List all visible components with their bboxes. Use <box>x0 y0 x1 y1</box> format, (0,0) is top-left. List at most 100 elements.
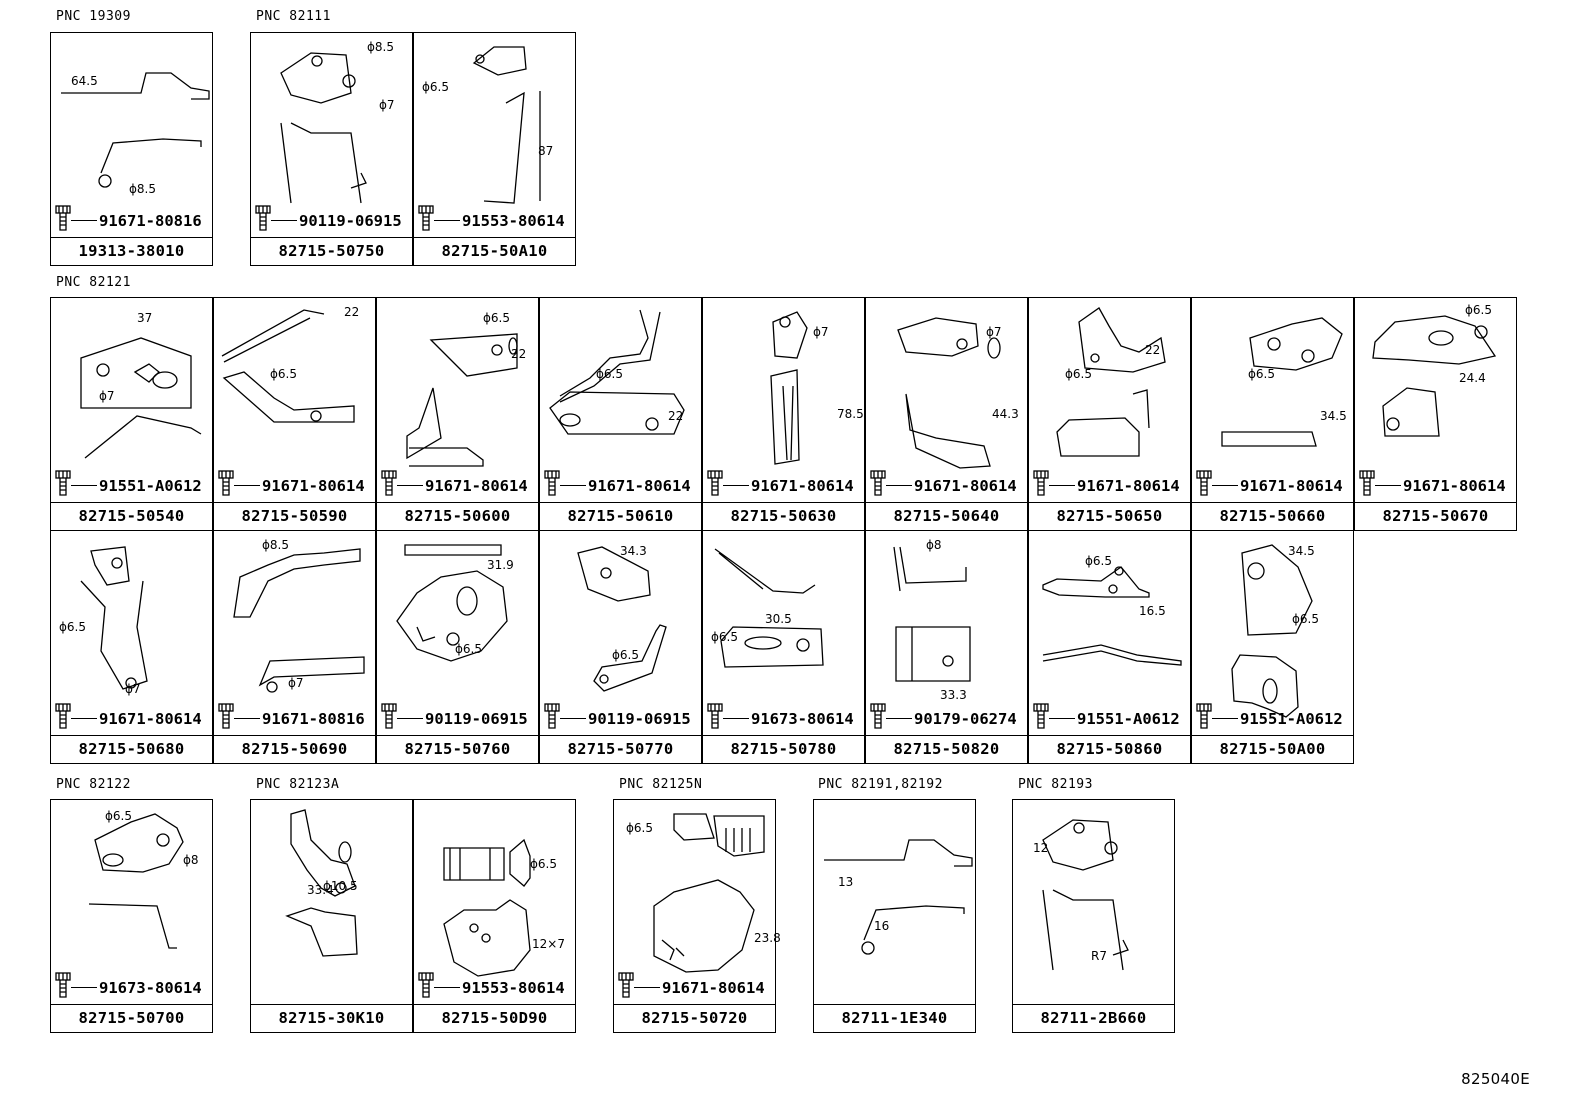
part-number[interactable]: 82715-50690 <box>214 735 375 763</box>
part-number[interactable]: 82715-50A10 <box>414 237 575 265</box>
bolt-part-number[interactable]: 90179-06274 <box>914 710 1017 728</box>
part-drawing <box>893 546 971 682</box>
dimension-label: ϕ6.5 <box>59 620 86 634</box>
bolt-part-number[interactable]: 91671-80614 <box>1403 477 1506 495</box>
part-number[interactable]: 82715-50720 <box>614 1004 775 1032</box>
bolt-part-number[interactable]: 90119-06915 <box>425 710 528 728</box>
leader-line <box>234 485 260 486</box>
bolt-part-number[interactable]: 91671-80614 <box>751 477 854 495</box>
part-drawing <box>1221 317 1343 447</box>
bolt-part-number[interactable]: 91671-80614 <box>1240 477 1343 495</box>
dimension-label: ϕ6.5 <box>1248 367 1275 381</box>
dimension-label: 87 <box>538 144 554 158</box>
part-drawing <box>770 311 808 465</box>
bolt-part-number[interactable]: 91671-80614 <box>99 710 202 728</box>
part-number[interactable]: 19313-38010 <box>51 237 212 265</box>
part-number[interactable]: 82715-50D90 <box>414 1004 575 1032</box>
bolt-icon <box>381 470 397 496</box>
part-number[interactable]: 82711-1E340 <box>814 1004 975 1032</box>
bolt-icon <box>381 703 397 729</box>
part-number[interactable]: 82715-50770 <box>540 735 701 763</box>
part-number[interactable]: 82715-50600 <box>377 502 538 530</box>
bolt-part-number[interactable]: 91671-80614 <box>262 477 365 495</box>
bolt-icon <box>218 703 234 729</box>
group-label-pnc-82122: PNC 82122 <box>56 777 131 792</box>
leader-line <box>886 718 912 719</box>
part-number[interactable]: 82715-50860 <box>1029 735 1190 763</box>
part-number[interactable]: 82715-50590 <box>214 502 375 530</box>
bolt-part-number[interactable]: 91671-80614 <box>1077 477 1180 495</box>
part-number[interactable]: 82715-50680 <box>51 735 212 763</box>
bolt-part-number[interactable]: 91671-80614 <box>588 477 691 495</box>
leader-line <box>723 485 749 486</box>
bolt-part-number[interactable]: 91671-80816 <box>262 710 365 728</box>
part-number[interactable]: 82715-30K10 <box>251 1004 412 1032</box>
dimension-label: 31.9 <box>487 558 514 572</box>
bolt-part-number[interactable]: 91553-80614 <box>462 212 565 230</box>
part-number[interactable]: 82715-50640 <box>866 502 1027 530</box>
part-number[interactable]: 82715-50610 <box>540 502 701 530</box>
part-number[interactable]: 82715-50540 <box>51 502 212 530</box>
bolt-part-number[interactable]: 90119-06915 <box>588 710 691 728</box>
dimension-label: 23.8 <box>754 931 781 945</box>
dimension-label: ϕ6.5 <box>483 311 510 325</box>
bolt-part-number[interactable]: 91551-A0612 <box>1077 710 1180 728</box>
bolt-part-number[interactable]: 91671-80614 <box>914 477 1017 495</box>
bolt-part-number[interactable]: 91551-A0612 <box>1240 710 1343 728</box>
dimension-label: ϕ6.5 <box>105 809 132 823</box>
bolt-part-number[interactable]: 91673-80614 <box>751 710 854 728</box>
dimension-label: 12 <box>1033 841 1049 855</box>
part-number[interactable]: 82715-50760 <box>377 735 538 763</box>
bolt-part-number[interactable]: 91671-80614 <box>425 477 528 495</box>
part-number[interactable]: 82715-50660 <box>1192 502 1353 530</box>
bolt-part-number[interactable]: 91551-A0612 <box>99 477 202 495</box>
part-drawing <box>1042 566 1182 666</box>
part-number[interactable]: 82715-50630 <box>703 502 864 530</box>
part-number[interactable]: 82711-2B660 <box>1013 1004 1174 1032</box>
group-label-pnc-82191-82192: PNC 82191,82192 <box>818 777 943 792</box>
part-number[interactable]: 82715-50700 <box>51 1004 212 1032</box>
part-number[interactable]: 82715-50820 <box>866 735 1027 763</box>
bolt-part-number[interactable]: 91553-80614 <box>462 979 565 997</box>
part-drawing <box>714 548 824 668</box>
dimension-label: ϕ7 <box>986 325 1002 339</box>
part-number[interactable]: 82715-50670 <box>1355 502 1516 530</box>
leader-line <box>71 485 97 486</box>
bolt-part-number[interactable]: 91671-80614 <box>662 979 765 997</box>
part-number[interactable]: 82715-50650 <box>1029 502 1190 530</box>
part-drawing <box>653 813 765 973</box>
bolt-part-number[interactable]: 90119-06915 <box>299 212 402 230</box>
bolt-part-number[interactable]: 91671-80816 <box>99 212 202 230</box>
part-number[interactable]: 82715-50780 <box>703 735 864 763</box>
part-number[interactable]: 82715-50750 <box>251 237 412 265</box>
bolt-part-number[interactable]: 91673-80614 <box>99 979 202 997</box>
part-number[interactable]: 82715-50A00 <box>1192 735 1353 763</box>
bolt-icon <box>1033 703 1049 729</box>
